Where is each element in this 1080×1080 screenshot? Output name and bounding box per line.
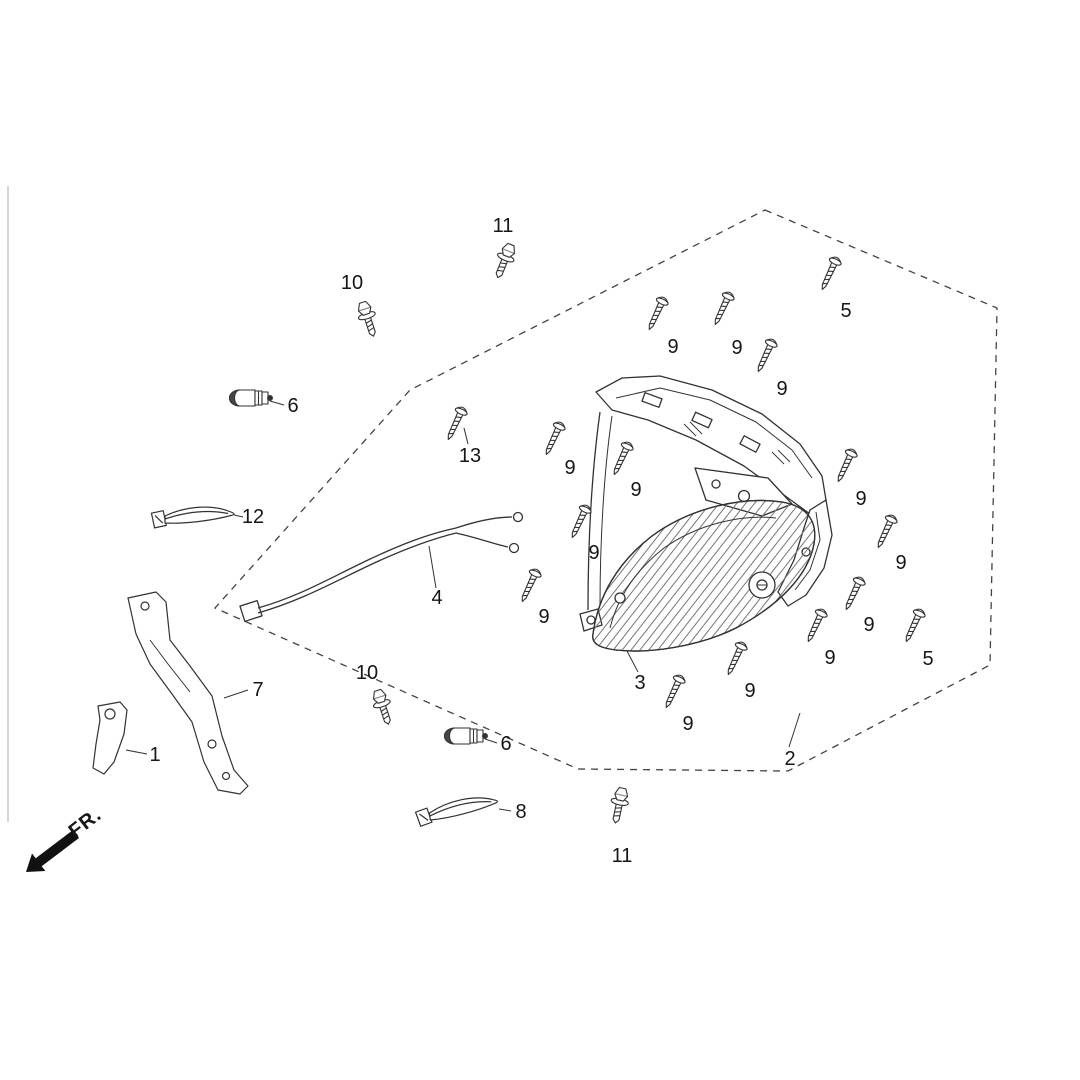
screw-part-13-icon	[442, 404, 470, 443]
screw-part-9-icon	[752, 336, 780, 375]
screw-part-9-icon	[709, 289, 737, 328]
part-label-9: 9	[588, 542, 600, 564]
part-label-4: 4	[431, 587, 443, 609]
part-label-7: 7	[252, 679, 264, 701]
part-label-9: 9	[824, 647, 836, 669]
screw-part-5-icon	[816, 254, 844, 293]
screw-part-9-icon	[722, 639, 750, 678]
leader-lines	[125, 400, 801, 812]
fr-arrow-icon	[26, 830, 79, 872]
part-label-9: 9	[564, 457, 576, 479]
part-1-hook-bracket	[92, 701, 128, 775]
part-label-6: 6	[500, 733, 512, 755]
part-label-9: 9	[731, 337, 743, 359]
part-label-3: 3	[634, 672, 646, 694]
part-label-9: 9	[776, 378, 788, 400]
part-label-8: 8	[515, 801, 527, 823]
part-label-9: 9	[538, 606, 550, 628]
part-label-5: 5	[922, 648, 934, 670]
part-label-9: 9	[895, 552, 907, 574]
part-label-9: 9	[630, 479, 642, 501]
part-8-cable-tie-icon	[414, 794, 500, 828]
part-3-taillight-lens	[592, 499, 816, 652]
part-label-6: 6	[287, 395, 299, 417]
bolt-part-10-bottom-icon	[368, 687, 398, 728]
screw-part-9-icon	[802, 606, 830, 645]
assembly-boundary-dashed	[213, 209, 998, 772]
screw-part-9-icon	[872, 512, 900, 551]
part-6-bulb-top-icon	[228, 389, 273, 407]
part-label-10: 10	[340, 272, 364, 294]
screw-part-9-icon	[643, 294, 671, 333]
part-label-12: 12	[241, 506, 265, 528]
bolt-part-10-top-icon	[353, 299, 383, 340]
screw-part-9-icon	[840, 574, 868, 613]
part-4-wire-harness	[239, 511, 524, 623]
bolt-part-11-bottom-icon	[606, 785, 632, 826]
screw-part-9-icon	[608, 439, 636, 478]
screw-part-9-icon	[540, 419, 568, 458]
part-label-1: 1	[149, 744, 161, 766]
screw-part-5-icon	[900, 606, 928, 645]
screw-part-9-icon	[660, 672, 688, 711]
part-label-13: 13	[458, 445, 482, 467]
part-7-stay-bracket	[127, 591, 249, 795]
part-label-9: 9	[667, 336, 679, 358]
part-label-11: 11	[611, 845, 633, 867]
part-label-9: 9	[855, 488, 867, 510]
part-label-9: 9	[682, 713, 694, 735]
part-label-9: 9	[744, 680, 756, 702]
part-label-5: 5	[840, 300, 852, 322]
bolt-part-11-top-icon	[489, 240, 520, 282]
part-label-10: 10	[355, 662, 379, 684]
screw-part-9-icon	[516, 566, 544, 605]
part-label-11: 11	[492, 215, 514, 237]
part-12-cable-tie-icon	[150, 506, 235, 529]
part-6-bulb-bottom-icon	[443, 727, 488, 745]
part-label-2: 2	[784, 748, 796, 770]
part-label-9: 9	[863, 614, 875, 636]
screw-part-9-icon	[832, 446, 860, 485]
